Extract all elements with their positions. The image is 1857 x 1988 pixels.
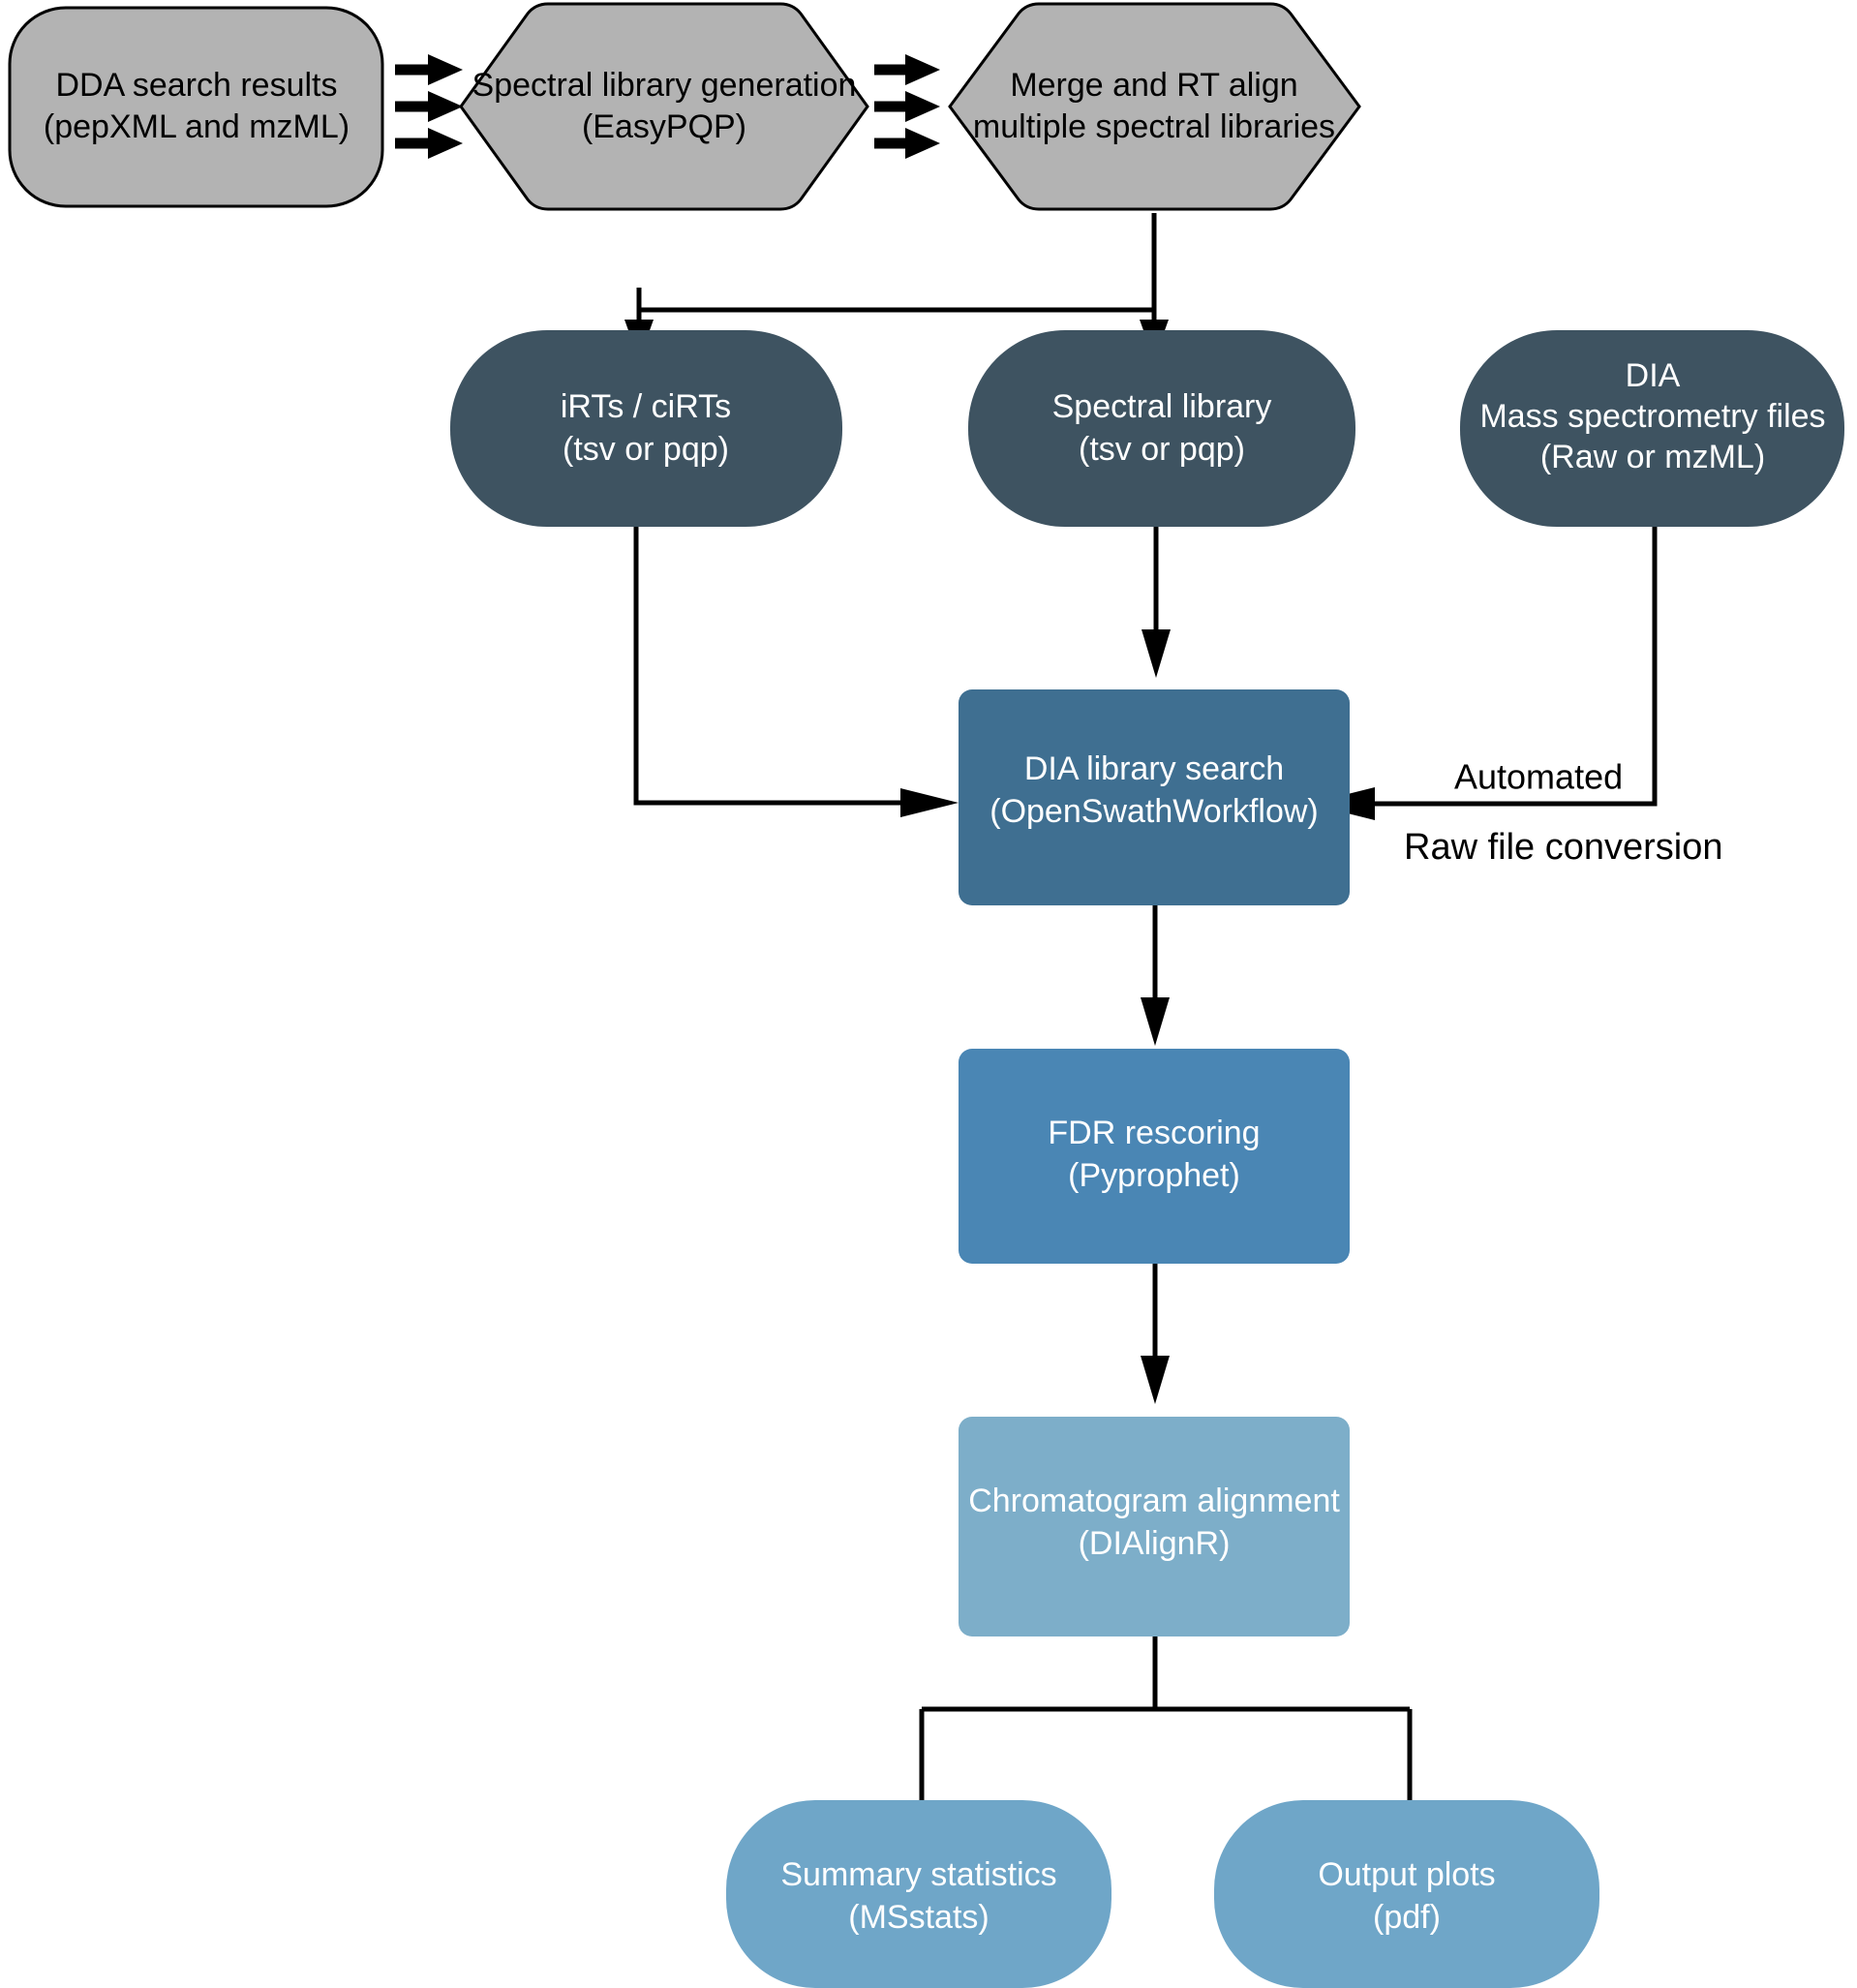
edge-label-raw-file-conversion: Raw file conversion — [1404, 827, 1722, 868]
node-output-plots[interactable]: Output plots (pdf) — [1214, 1800, 1599, 1988]
fdr-rescoring-line-2: (Pyprophet) — [1068, 1157, 1240, 1194]
edge-fdr-to-chromatogram — [1141, 1264, 1170, 1404]
chromatogram-alignment-line-1: Chromatogram alignment — [968, 1483, 1340, 1519]
spectral-library-shape[interactable] — [968, 330, 1355, 527]
dia-library-search-line-1: DIA library search — [1024, 750, 1284, 787]
spectral-library-generation-shape[interactable] — [459, 2, 869, 211]
node-dda-search-results[interactable]: DDA search results (pepXML and mzML) — [8, 6, 384, 208]
node-irts-cirts[interactable]: iRTs / ciRTs (tsv or pqp) — [450, 330, 842, 527]
edge-label-automated: Automated — [1454, 757, 1623, 797]
node-fdr-rescoring[interactable]: FDR rescoring (Pyprophet) — [959, 1049, 1350, 1264]
spectral-library-line-1: Spectral library — [1052, 388, 1272, 425]
node-dia-library-search[interactable]: DIA library search (OpenSwathWorkflow) — [959, 689, 1350, 905]
spectral-library-generation-line-1: Spectral library generation — [472, 67, 857, 104]
spectral-library-line-2: (tsv or pqp) — [1079, 431, 1245, 468]
edge-dda-to-library-generation — [395, 54, 463, 159]
node-merge-rt-align[interactable]: Merge and RT align multiple spectral lib… — [948, 2, 1361, 211]
summary-statistics-line-1: Summary statistics — [780, 1856, 1056, 1893]
dia-library-search-shape[interactable] — [959, 689, 1350, 905]
irts-cirts-line-2: (tsv or pqp) — [563, 431, 729, 468]
chromatogram-alignment-line-2: (DIAlignR) — [1079, 1525, 1231, 1562]
merge-rt-align-line-1: Merge and RT align — [1010, 67, 1297, 104]
dia-mass-spectrometry-files-line-3: (Raw or mzML) — [1540, 439, 1765, 475]
spectral-library-generation-line-2: (EasyPQP) — [582, 108, 746, 145]
chromatogram-alignment-shape[interactable] — [959, 1417, 1350, 1636]
edge-dia-search-to-fdr — [1141, 905, 1170, 1046]
irts-cirts-line-1: iRTs / ciRTs — [561, 388, 731, 425]
output-plots-shape[interactable] — [1214, 1800, 1599, 1988]
summary-statistics-line-2: (MSstats) — [848, 1899, 989, 1936]
dda-search-results-line-1: DDA search results — [56, 67, 338, 104]
node-spectral-library-generation[interactable]: Spectral library generation (EasyPQP) — [459, 2, 869, 211]
edge-library-generation-to-merge — [874, 54, 940, 159]
output-plots-line-2: (pdf) — [1373, 1899, 1441, 1936]
output-plots-line-1: Output plots — [1318, 1856, 1495, 1893]
node-chromatogram-alignment[interactable]: Chromatogram alignment (DIAlignR) — [959, 1417, 1350, 1636]
dia-mass-spectrometry-files-line-1: DIA — [1626, 357, 1681, 394]
node-summary-statistics[interactable]: Summary statistics (MSstats) — [726, 1800, 1111, 1988]
irts-cirts-shape[interactable] — [450, 330, 842, 527]
fdr-rescoring-shape[interactable] — [959, 1049, 1350, 1264]
edge-irts-to-dia-search — [633, 527, 959, 817]
dda-search-results-shape[interactable] — [8, 6, 384, 208]
node-dia-mass-spectrometry-files[interactable]: DIA Mass spectrometry files (Raw or mzML… — [1460, 330, 1844, 527]
merge-rt-align-line-2: multiple spectral libraries — [973, 108, 1335, 145]
fdr-rescoring-line-1: FDR rescoring — [1048, 1115, 1260, 1151]
edge-chromatogram-to-outputs — [919, 1636, 1413, 1818]
dia-mass-spectrometry-files-line-2: Mass spectrometry files — [1479, 398, 1825, 435]
summary-statistics-shape[interactable] — [726, 1800, 1111, 1988]
dia-library-search-line-2: (OpenSwathWorkflow) — [989, 793, 1319, 830]
node-spectral-library[interactable]: Spectral library (tsv or pqp) — [968, 330, 1355, 527]
merge-rt-align-shape[interactable] — [948, 2, 1361, 211]
dda-search-results-line-2: (pepXML and mzML) — [44, 108, 350, 145]
edge-spectral-library-to-dia-search — [1142, 527, 1171, 678]
dia-mass-spectrometry-files-shape[interactable] — [1460, 330, 1844, 527]
